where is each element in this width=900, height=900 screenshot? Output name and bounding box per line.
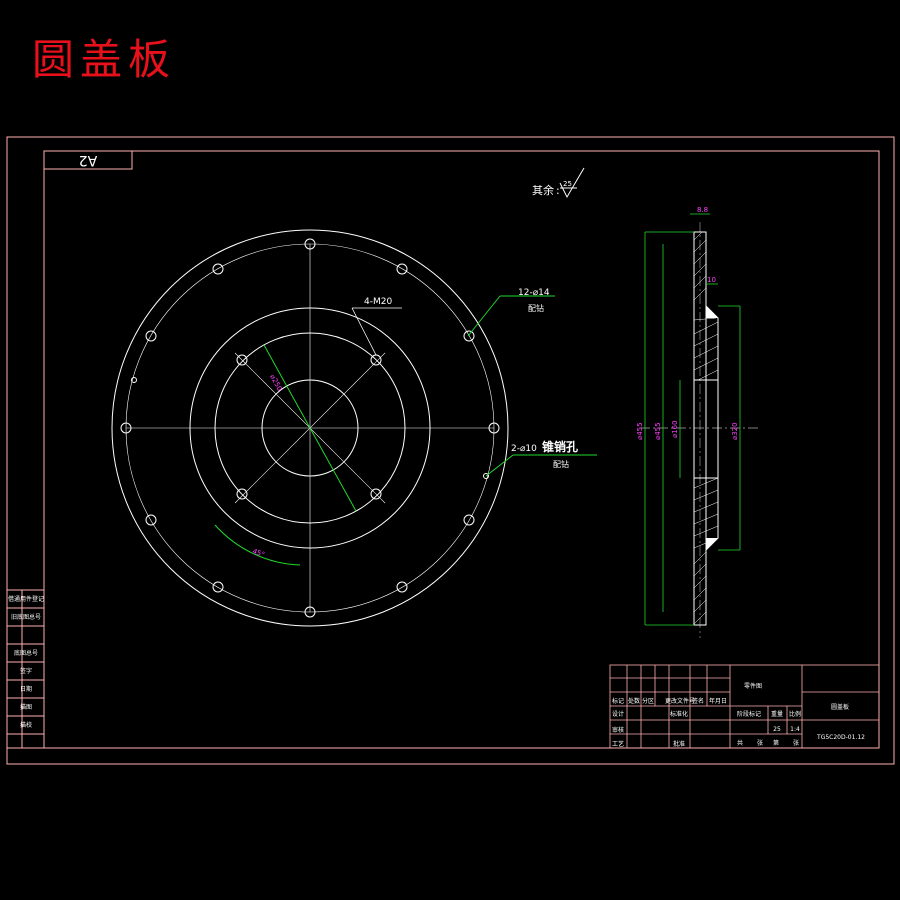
page-title: 圆盖板 [32, 35, 177, 84]
roughness-symbol [559, 167, 585, 199]
tapped-leader [351, 307, 402, 356]
taper-pin-note: 配钻 [553, 459, 569, 469]
angle-dim: 45° [251, 547, 265, 559]
tb-row-0: 设计 [612, 710, 624, 718]
sheet-size-label: A2 [79, 152, 97, 168]
side-label-3: 签字 [20, 667, 32, 675]
tb-header-1: 处数 [628, 697, 640, 705]
sheet-size-box [43, 150, 133, 170]
side-label-1: 旧底图总号 [11, 613, 41, 621]
drawing-no: TG5C20D-01.12 [816, 734, 865, 741]
title-block [609, 664, 880, 749]
tb-sheet: 张 [757, 739, 763, 747]
outer-circle [111, 229, 509, 627]
side-label-5: 描图 [20, 703, 32, 711]
tb-weight-label: 重量 [771, 710, 783, 718]
outer-holes-callout: 12-⌀14 [518, 288, 550, 298]
section-fills [706, 306, 718, 550]
tb-header-2: 分区 [642, 697, 654, 705]
pin-hole-right [483, 473, 489, 479]
tb-std: 标准化 [670, 710, 688, 718]
surface-note-label: 其余 [532, 183, 554, 197]
inner-frame [43, 150, 880, 749]
pin-hole-left [131, 377, 137, 383]
tb-scale-label: 比例 [789, 710, 801, 718]
outer-holes [120, 238, 500, 618]
thickness-dim: 8.8 [697, 206, 708, 214]
tb-stage: 阶段标记 [737, 710, 761, 718]
step-dim: 10 [707, 276, 716, 284]
d-inner-dim: ⌀160 [671, 420, 679, 438]
side-label-2: 底图总号 [14, 649, 38, 657]
tb-row-2: 工艺 [612, 740, 624, 748]
front-dim-lines [214, 295, 597, 566]
tb-approve: 批准 [673, 740, 685, 748]
side-label-6: 描校 [20, 721, 32, 729]
tb-row-1: 审核 [612, 726, 624, 734]
roughness-value: 25 [563, 180, 572, 188]
taper-pin-prefix: 2-⌀10 [511, 444, 537, 454]
outer-frame [6, 136, 895, 765]
d-hub-dim: ⌀320 [731, 422, 739, 440]
title-block-text: 零件图 圆盖板 TG5C20D-01.12 标记 处数 分区 更改文件号 签名 … [612, 682, 865, 748]
tb-scale: 1:4 [790, 726, 800, 733]
part-name: 圆盖板 [831, 703, 849, 711]
tb-header-4: 签名 [692, 697, 704, 705]
tb-sheets: 共 [737, 739, 743, 747]
tb-header-5: 年月日 [709, 697, 727, 705]
tb-sheet-of: 第 [773, 739, 779, 747]
tb-header-3: 更改文件号 [665, 697, 695, 705]
d-mid-dim: ⌀455 [654, 422, 662, 440]
surface-note-colon: : [556, 184, 560, 197]
tapped-callout: 4-M20 [364, 297, 392, 307]
section-dim-lines [644, 213, 741, 626]
tb-header-0: 标记 [612, 697, 624, 705]
outer-holes-note: 配钻 [528, 303, 544, 313]
tb-weight: 25 [773, 726, 781, 733]
drawing-type: 零件图 [744, 682, 762, 690]
side-label-0: 借通用件登记 [8, 595, 44, 603]
d-outer-dim: ⌀455 [636, 422, 644, 440]
tb-sheet2: 张 [793, 739, 799, 747]
section-hatch [693, 231, 719, 625]
side-label-4: 日期 [20, 685, 32, 693]
side-stamp-table [6, 589, 45, 749]
side-stamp-labels: 借通用件登记 旧底图总号 底图总号 签字 日期 描图 描校 [8, 595, 44, 729]
taper-pin-main: 锥销孔 [542, 439, 578, 454]
